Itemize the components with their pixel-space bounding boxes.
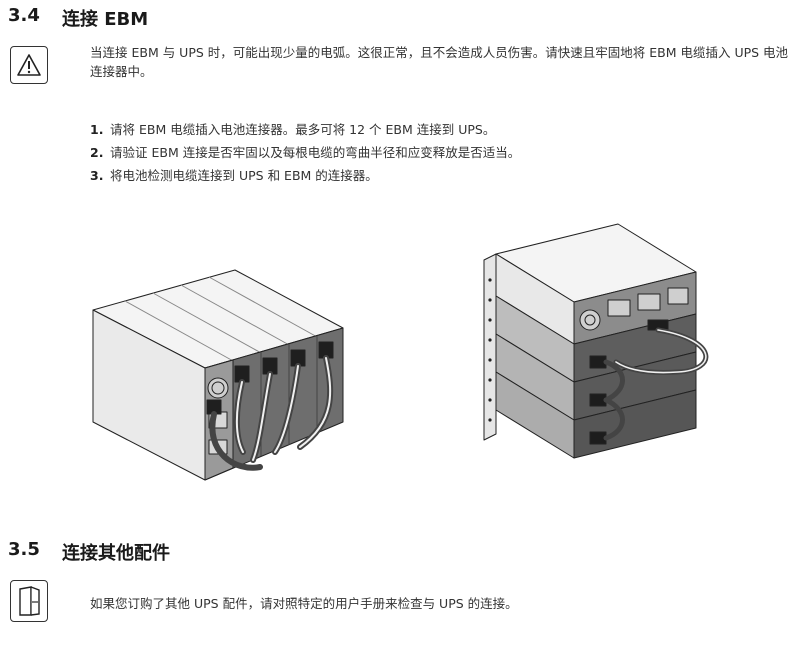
tower-ebm-illustration [92,269,344,481]
list-item: 1. 请将 EBM 电缆插入电池连接器。最多可将 12 个 EBM 连接到 UP… [90,118,790,141]
step-number: 1. [90,122,104,137]
step-number: 2. [90,145,104,160]
step-text: 将电池检测电缆连接到 UPS 和 EBM 的连接器。 [110,168,378,183]
section-number-3-4: 3.4 [8,5,40,26]
rack-ebm-illustration [483,223,709,459]
section-title-3-5: 连接其他配件 [62,543,170,564]
manual-booklet-icon [10,580,48,622]
list-item: 3. 将电池检测电缆连接到 UPS 和 EBM 的连接器。 [90,164,790,187]
step-text: 请将 EBM 电缆插入电池连接器。最多可将 12 个 EBM 连接到 UPS。 [110,122,496,137]
warning-text: 当连接 EBM 与 UPS 时，可能出现少量的电弧。这很正常，且不会造成人员伤害… [90,45,789,79]
step-text: 请验证 EBM 连接是否牢固以及每根电缆的弯曲半径和应变释放是否适当。 [110,145,521,160]
section-title-3-4: 连接 EBM [62,9,149,30]
section-number-3-5: 3.5 [8,539,40,560]
step-number: 3. [90,168,104,183]
list-item: 2. 请验证 EBM 连接是否牢固以及每根电缆的弯曲半径和应变释放是否适当。 [90,141,790,164]
accessories-note-text: 如果您订购了其他 UPS 配件，请对照特定的用户手册来检查与 UPS 的连接。 [90,596,518,611]
warning-triangle-icon [10,46,48,84]
steps-list: 1. 请将 EBM 电缆插入电池连接器。最多可将 12 个 EBM 连接到 UP… [90,118,790,187]
